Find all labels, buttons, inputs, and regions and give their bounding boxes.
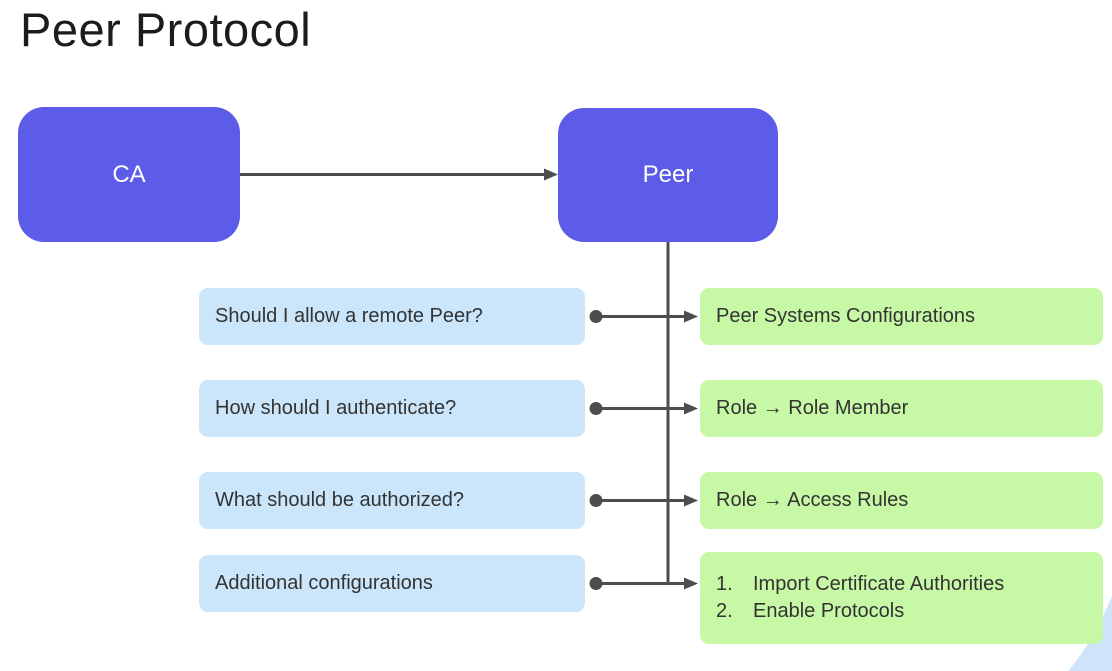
ca-node: CA: [18, 107, 240, 242]
ca-node-label: CA: [112, 160, 146, 188]
page-title: Peer Protocol: [20, 3, 312, 56]
arrowhead-icon: [684, 402, 698, 415]
list-item-text: Enable Protocols: [753, 600, 905, 622]
arrowhead-icon: [684, 494, 698, 507]
question-label: Should I allow a remote Peer?: [215, 305, 483, 327]
arrowhead-icon: [684, 577, 698, 590]
question-label: What should be authorized?: [215, 489, 465, 511]
answer-label: Role → Role Member: [716, 397, 909, 419]
answer-box-role-member: Role → Role Member: [700, 380, 1103, 437]
answer-label: Peer Systems Configurations: [716, 305, 976, 327]
list-item-text: Import Certificate Authorities: [753, 573, 1005, 595]
peer-node-label: Peer: [642, 161, 694, 188]
corner-decoration: [1068, 596, 1112, 671]
answer-box-access-rules: Role → Access Rules: [700, 472, 1103, 529]
question-box-authorized: What should be authorized?: [199, 472, 585, 529]
arrowhead-icon: [684, 310, 698, 323]
question-label: How should I authenticate?: [215, 397, 457, 419]
arrowhead-icon: [544, 168, 558, 181]
list-item: 1. Import Certificate Authorities: [716, 573, 1103, 596]
question-box-remote-peer: Should I allow a remote Peer?: [199, 288, 585, 345]
list-item: 2. Enable Protocols: [716, 600, 1103, 623]
answer-box-peer-systems: Peer Systems Configurations: [700, 288, 1103, 345]
answer-label: Role → Access Rules: [716, 489, 909, 511]
question-label: Additional configurations: [215, 572, 433, 594]
question-box-authenticate: How should I authenticate?: [199, 380, 585, 437]
peer-node: Peer: [558, 108, 778, 242]
list-item-number: 2.: [716, 600, 733, 622]
list-item-number: 1.: [716, 573, 733, 595]
question-box-additional-config: Additional configurations: [199, 555, 585, 612]
answer-box-config-list: 1. Import Certificate Authorities 2. Ena…: [700, 552, 1103, 644]
